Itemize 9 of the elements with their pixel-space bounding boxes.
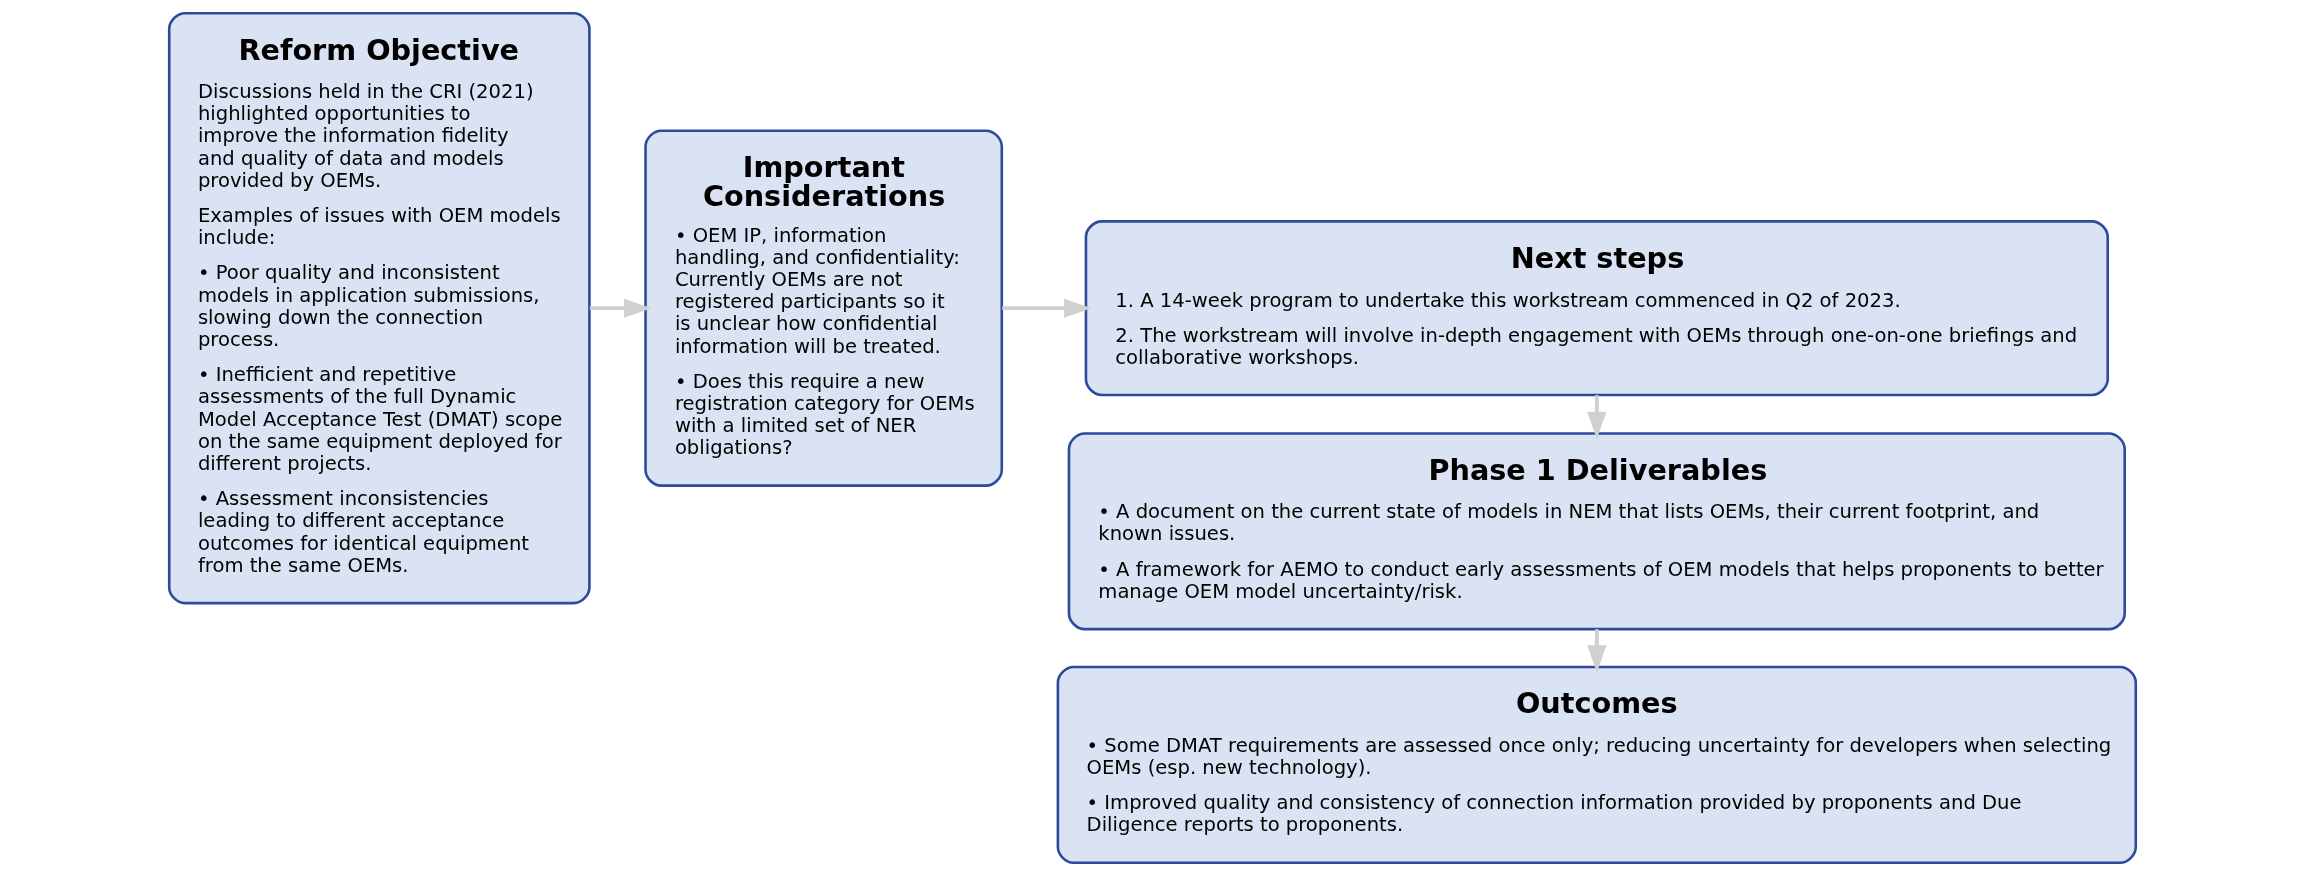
- arrow: [589, 298, 652, 318]
- node-box: Outcomes • Some DMAT requirements are assessed once only; reducing uncertainty for developers when selecting OEMs (esp. new technology). • Improved quality and consistency of connection information provided by proponents and Due Diligence reports to proponents.: [1056, 665, 2138, 865]
- node-box: Phase 1 Deliverables • A document on the current state of models in NEM that lists OEMs, their current footprint, and known issues. • A framework for AEMO to conduct early assessments of OEM models that helps proponents to better manage OEM model uncertainty/risk.: [1067, 432, 2126, 631]
- node-box: Important Considerations • OEM IP, information handling, and confidentiality: Currently OEMs are not registered participants so it is unclear how confidential information will be treated. • Does this require a new registration category for OEMs with a limited set of NER obligations?: [644, 129, 1004, 487]
- node-box: Next steps 1. A 14-week program to undertake this workstream commenced in Q2 of 2023. 2. The workstream will involve in-depth engagement with OEMs through one-on-one briefings and collaborative workshops.: [1084, 220, 2110, 397]
- arrow: [1587, 629, 1607, 673]
- node-box: Reform Objective Discussions held in the CRI (2021) highlighted opportunities to improve the information fidelity and quality of data and models provided by OEMs. Examples of issues with OEM models include: • Poor quality and inconsistent models in application submissions, slowing down the connection process. • Inefficient and repetitive assessments of the full Dynamic Model Acceptance Test (DMAT) scope on the same equipment deployed for different projects. • Assessment inconsistencies leading to different acceptance outcomes for identical equipment from the same OEMs.: [167, 11, 591, 605]
- arrow: [1002, 298, 1092, 318]
- arrow: [1587, 395, 1607, 440]
